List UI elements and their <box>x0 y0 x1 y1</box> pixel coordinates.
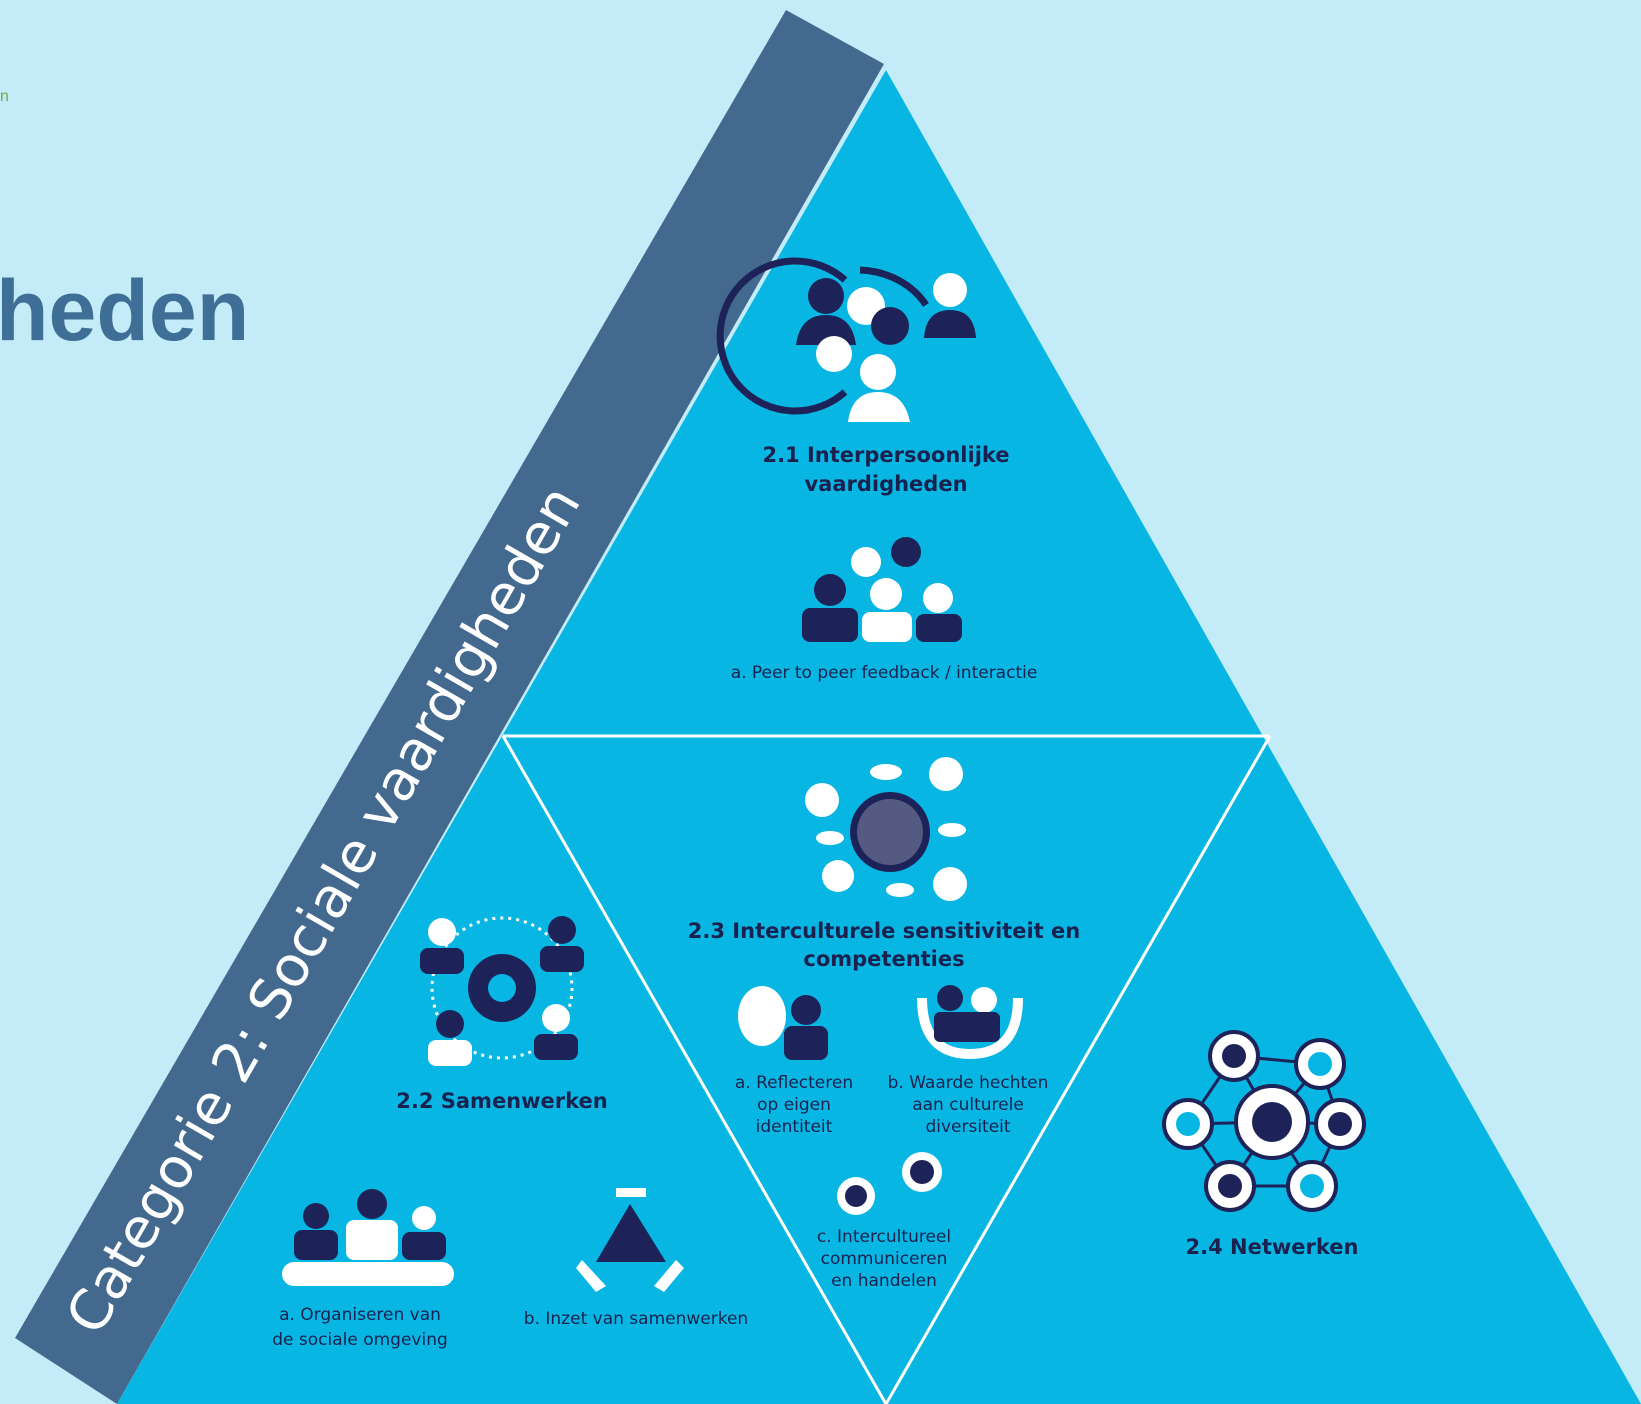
section-2-2-sub-b: b. Inzet van samenwerken <box>524 1309 748 1329</box>
section-2-3-sub-b-line3: diversiteit <box>925 1117 1010 1137</box>
interpersonal-skills-icon <box>716 257 976 422</box>
section-2-3-sub-c-line2: communiceren <box>821 1249 948 1269</box>
section-2-3-title-line2: competenties <box>803 947 964 971</box>
category-band <box>15 10 884 1404</box>
hands-together-icon <box>576 1188 684 1292</box>
reflect-identity-icon <box>738 986 828 1060</box>
section-2-3-sub-c-line3: en handelen <box>831 1271 937 1291</box>
section-2-3-sub-b-line1: b. Waarde hechten <box>888 1073 1049 1093</box>
section-2-3-sub-b-line2: aan culturele <box>912 1095 1024 1115</box>
teamwork-gear-icon <box>420 916 584 1066</box>
section-2-3-title-line1: 2.3 Interculturele sensitiviteit en <box>688 919 1080 943</box>
section-2-1-title-line2: vaardigheden <box>804 472 967 496</box>
cultural-diversity-icon <box>917 985 1023 1060</box>
peer-feedback-icon <box>802 537 962 642</box>
section-2-2-sub-a-line2: de sociale omgeving <box>272 1330 448 1350</box>
section-2-3-sub-a-line1: a. Reflecteren <box>735 1073 853 1093</box>
section-2-1-title-line1: 2.1 Interpersoonlijke <box>762 443 1009 467</box>
divider-lines <box>501 734 1272 1404</box>
section-2-1-sub-a: a. Peer to peer feedback / interactie <box>731 663 1038 683</box>
network-icon <box>1162 1030 1366 1212</box>
corner-text: n <box>0 88 9 105</box>
page-heading: heden <box>0 263 250 359</box>
section-2-3-sub-a-line2: op eigen <box>757 1095 831 1115</box>
intercultural-communication-icon <box>837 1152 942 1215</box>
section-2-2-title: 2.2 Samenwerken <box>396 1089 607 1113</box>
section-2-4-title: 2.4 Netwerken <box>1186 1235 1359 1259</box>
organise-social-environment-icon <box>282 1189 454 1286</box>
intercultural-globe-icon <box>805 757 967 901</box>
section-2-3-sub-c-line1: c. Intercultureel <box>817 1227 951 1247</box>
section-2-2-sub-a-line1: a. Organiseren van <box>279 1305 441 1325</box>
section-2-3-sub-a-line3: identiteit <box>756 1117 833 1137</box>
